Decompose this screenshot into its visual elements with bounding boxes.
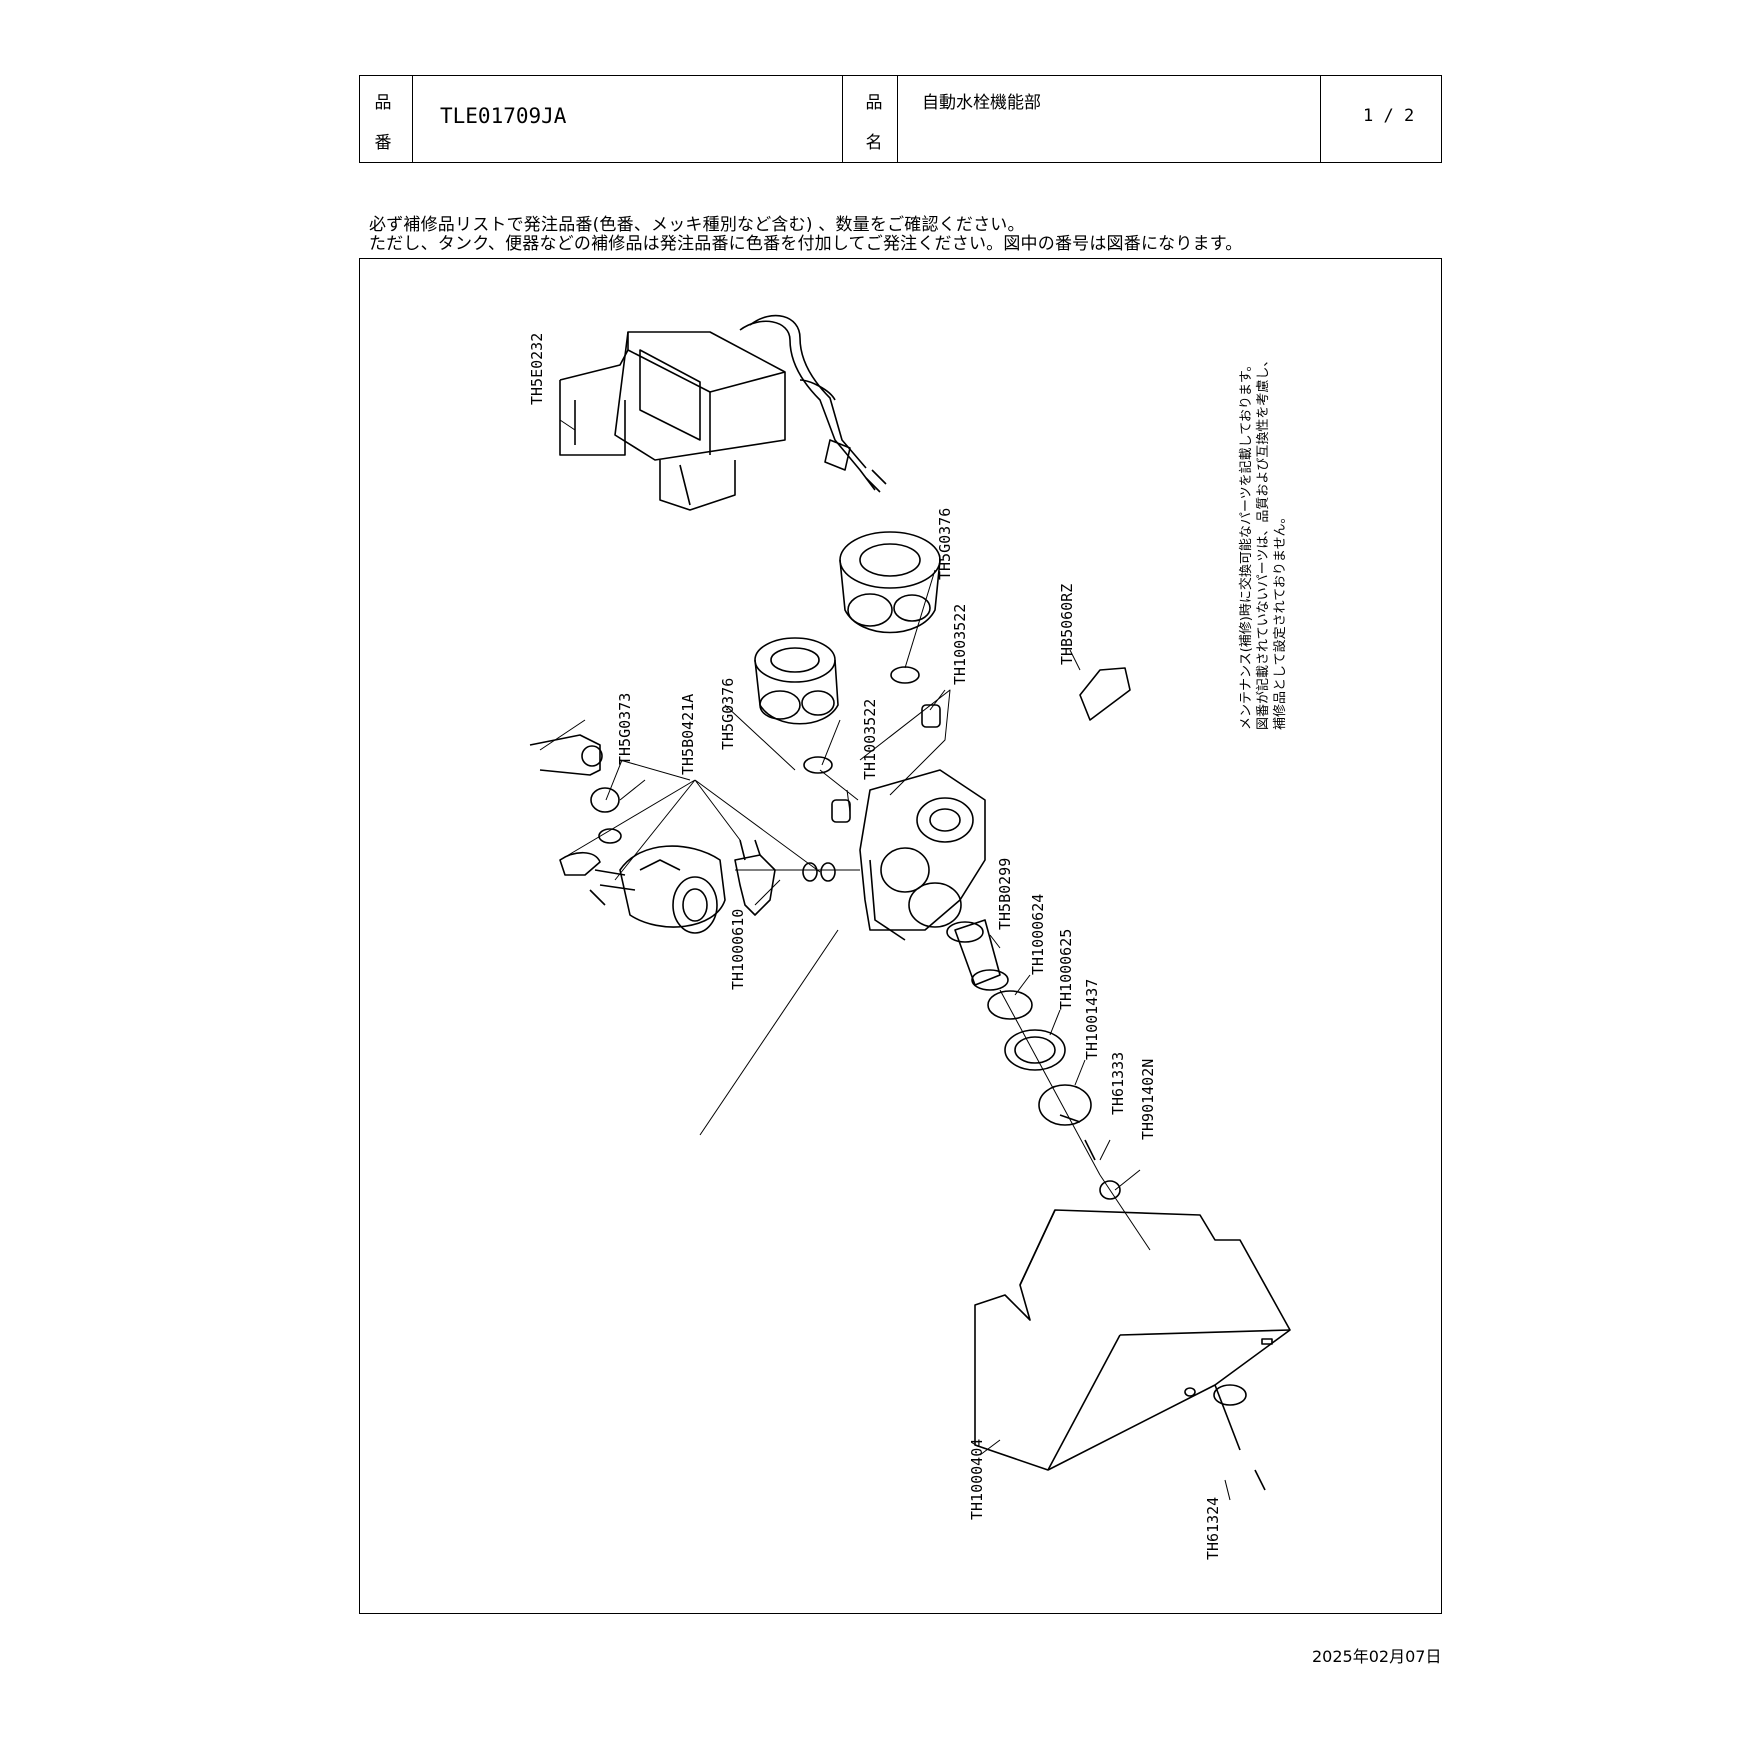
leader-lines: [539, 419, 1231, 1501]
valve-body: [859, 769, 986, 941]
callout-th1001437: TH1001437: [1083, 979, 1101, 1060]
controller-unit: [559, 314, 887, 511]
elbow-fitting: [734, 839, 836, 916]
callout-th1000404: TH1000404: [968, 1439, 986, 1520]
callout-th1000610: TH1000610: [729, 909, 747, 990]
part-name-label-2: 名: [865, 133, 883, 153]
divider: [897, 76, 898, 162]
callout-th5e0232: TH5E0232: [528, 333, 546, 405]
callout-th61324: TH61324: [1204, 1497, 1222, 1560]
issue-date: 2025年02月07日: [1312, 1647, 1442, 1666]
callout-th1000624: TH1000624: [1029, 894, 1047, 975]
cartridge-upper: [839, 531, 941, 728]
callout-thb5060rz: THB5060RZ: [1058, 584, 1076, 665]
part-name: 自動水栓機能部: [922, 93, 1041, 113]
part-no-label-2: 番: [374, 133, 392, 153]
divider: [1320, 76, 1321, 162]
callout-th5b0299: TH5B0299: [996, 858, 1014, 930]
divider: [842, 76, 843, 162]
solenoid-assembly: [529, 734, 726, 934]
note-line-2: ただし、タンク、便器などの補修品は発注品番に色番を付加してご発注ください。図中の…: [369, 234, 1243, 254]
callout-th61333: TH61333: [1109, 1052, 1127, 1115]
divider: [412, 76, 413, 162]
callout-th901402n: TH901402N: [1139, 1059, 1157, 1140]
side-note-line-3: 補修品として設定されておりません。: [1272, 511, 1288, 730]
cartridge-middle: [754, 637, 851, 823]
callout-th1000625: TH1000625: [1057, 929, 1075, 1010]
title-block: 品 番 TLE01709JA 品 名 自動水栓機能部 1 / 2: [359, 75, 1442, 163]
callout-th5g0376-middle: TH5G0376: [719, 678, 737, 750]
key-tool: [1079, 667, 1131, 721]
callout-th5b0421a: TH5B0421A: [679, 694, 697, 775]
callout-th1003522-middle: TH1003522: [861, 699, 879, 780]
cover-box: [974, 1209, 1291, 1491]
callout-th1003522-upper: TH1003522: [951, 604, 969, 685]
side-note-line-2: 図番が記載されていないパーツは、品質および互換性を考慮し、: [1255, 354, 1271, 730]
note-line-1: 必ず補修品リストで発注品番(色番、メッキ種別など含む) 、数量をご確認ください。: [369, 215, 1025, 235]
part-no-label-1: 品: [374, 93, 392, 113]
outlet-parts: [946, 919, 1121, 1200]
part-number: TLE01709JA: [440, 104, 567, 128]
callout-th5g0373: TH5G0373: [616, 693, 634, 765]
part-name-label-1: 品: [865, 93, 883, 113]
drawing-frame: [359, 258, 1442, 1614]
callout-th5g0376-upper: TH5G0376: [936, 508, 954, 580]
side-note-line-1: メンテナンス(補修)時に交換可能なパーツを記載しております。: [1238, 358, 1254, 730]
page-indicator: 1 / 2: [1363, 106, 1415, 126]
